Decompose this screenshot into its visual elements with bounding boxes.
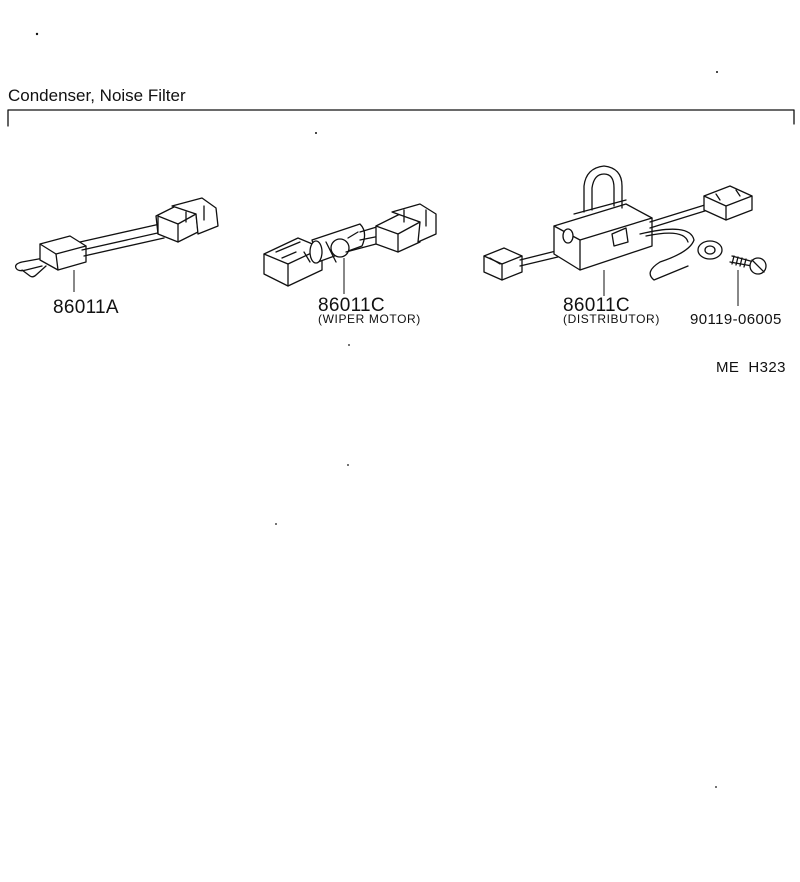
condenser-86011c-distributor-illustration	[483, 165, 753, 296]
part-number-86011c-wiper: 86011C	[318, 295, 385, 316]
part-note-distributor: (DISTRIBUTOR)	[563, 312, 660, 326]
part-number-86011c-distributor: 86011C	[563, 295, 630, 316]
condenser-86011c-wiper-illustration	[263, 203, 437, 294]
figure-code: ME H323	[716, 359, 786, 376]
section-bracket	[7, 109, 795, 127]
part-note-wiper-motor: (WIPER MOTOR)	[318, 312, 421, 326]
condenser-86011a-illustration	[14, 197, 219, 292]
scan-specks	[35, 32, 718, 788]
part-number-86011a: 86011A	[53, 297, 119, 318]
section-title: Condenser, Noise Filter	[8, 86, 186, 105]
part-number-90119-06005: 90119-06005	[690, 311, 782, 328]
bolt-90119-06005-illustration	[729, 255, 767, 306]
